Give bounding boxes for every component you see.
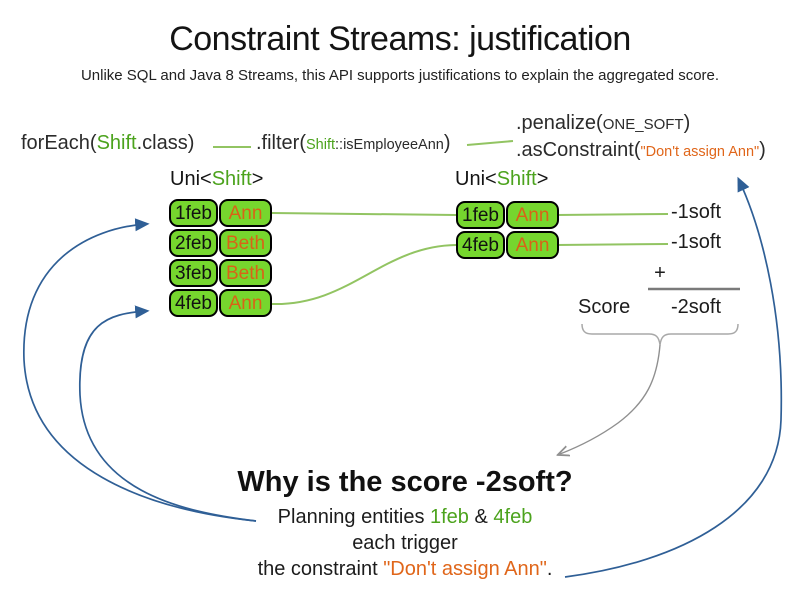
green-connector-penalty-2 (555, 243, 669, 246)
code-filter: .filter(Shift::isEmployeeAnn) (256, 132, 451, 155)
right-type-post: > (536, 168, 549, 190)
shift-date-cell: 1feb (169, 199, 218, 227)
right-stream-type-label: Uni<Shift> (455, 168, 548, 191)
table-row: 1feb Ann (456, 201, 559, 229)
shift-date-cell: 4feb (456, 231, 505, 259)
score-label: Score (578, 296, 631, 318)
code-filter-arg-method: ::isEmployeeAnn (335, 137, 444, 153)
explanation-line-2: each trigger (352, 532, 458, 554)
green-connector-filter-penalize (466, 140, 514, 146)
explanation-entity-4feb: 4feb (493, 506, 533, 528)
explanation-line1-pre: Planning entities (277, 506, 430, 528)
plus-sign: + (654, 262, 666, 284)
code-penalize-pre: .penalize( (516, 112, 603, 134)
code-foreach-post: .class) (136, 132, 195, 154)
left-type-post: > (251, 168, 264, 190)
left-type-arg: Shift (211, 168, 252, 190)
green-connector-penalty-1 (555, 213, 669, 216)
page-title: Constraint Streams: justification (169, 20, 631, 58)
explanation-entity-1feb: 1feb (430, 506, 469, 528)
code-asconstraint-post: ) (759, 139, 766, 161)
table-row: 1feb Ann (169, 199, 272, 227)
right-type-arg: Shift (496, 168, 537, 190)
penalty-label-2: -1soft (671, 231, 722, 253)
left-stream-type-label: Uni<Shift> (170, 168, 263, 191)
shift-date-cell: 4feb (169, 289, 218, 317)
shift-employee-cell: Beth (219, 229, 272, 257)
code-foreach: forEach(Shift.class) (21, 132, 194, 155)
page-subtitle: Unlike SQL and Java 8 Streams, this API … (80, 67, 720, 84)
explanation-line3-pre: the constraint (257, 558, 384, 580)
explanation-and: & (468, 506, 494, 528)
code-asconstraint: .asConstraint("Don't assign Ann") (516, 139, 766, 162)
score-value: -2soft (671, 296, 722, 318)
code-filter-pre: .filter( (256, 132, 306, 154)
code-filter-arg-class: Shift (306, 137, 336, 153)
left-type-pre: Uni< (170, 168, 212, 190)
right-type-pre: Uni< (455, 168, 497, 190)
table-row: 4feb Ann (169, 289, 272, 317)
code-foreach-pre: forEach( (21, 132, 97, 154)
code-penalize: .penalize(ONE_SOFT) (516, 112, 690, 135)
code-penalize-post: ) (683, 112, 691, 134)
code-filter-post: ) (443, 132, 451, 154)
shift-employee-cell: Ann (219, 289, 272, 317)
code-asconstraint-arg: "Don't assign Ann" (640, 144, 760, 160)
explanation-line-1: Planning entities 1feb & 4feb (0, 506, 800, 529)
table-row: 4feb Ann (456, 231, 559, 259)
shift-employee-cell: Ann (219, 199, 272, 227)
shift-employee-cell: Ann (506, 231, 559, 259)
table-row: 3feb Beth (169, 259, 272, 287)
code-foreach-arg: Shift (96, 132, 137, 154)
explanation-line3-post: . (546, 558, 553, 580)
shift-date-cell: 1feb (456, 201, 505, 229)
explanation-line-3: the constraint "Don't assign Ann". (0, 558, 800, 581)
code-penalize-arg: ONE_SOFT (602, 116, 684, 133)
code-asconstraint-pre: .asConstraint( (516, 139, 641, 161)
green-connector-4feb (271, 244, 457, 306)
why-heading: Why is the score -2soft? (237, 466, 573, 498)
score-underbrace (581, 323, 739, 346)
shift-date-cell: 2feb (169, 229, 218, 257)
explanation-constraint-name: "Don't assign Ann" (383, 558, 547, 580)
green-connector-1feb (271, 212, 457, 216)
shift-employee-cell: Ann (506, 201, 559, 229)
shift-date-cell: 3feb (169, 259, 218, 287)
shift-employee-cell: Beth (219, 259, 272, 287)
table-row: 2feb Beth (169, 229, 272, 257)
gray-arrow-to-why (560, 344, 661, 454)
left-stream-table: 1feb Ann 2feb Beth 3feb Beth 4feb Ann (169, 199, 272, 317)
penalty-label-1: -1soft (671, 201, 722, 223)
right-stream-table: 1feb Ann 4feb Ann (456, 201, 559, 259)
